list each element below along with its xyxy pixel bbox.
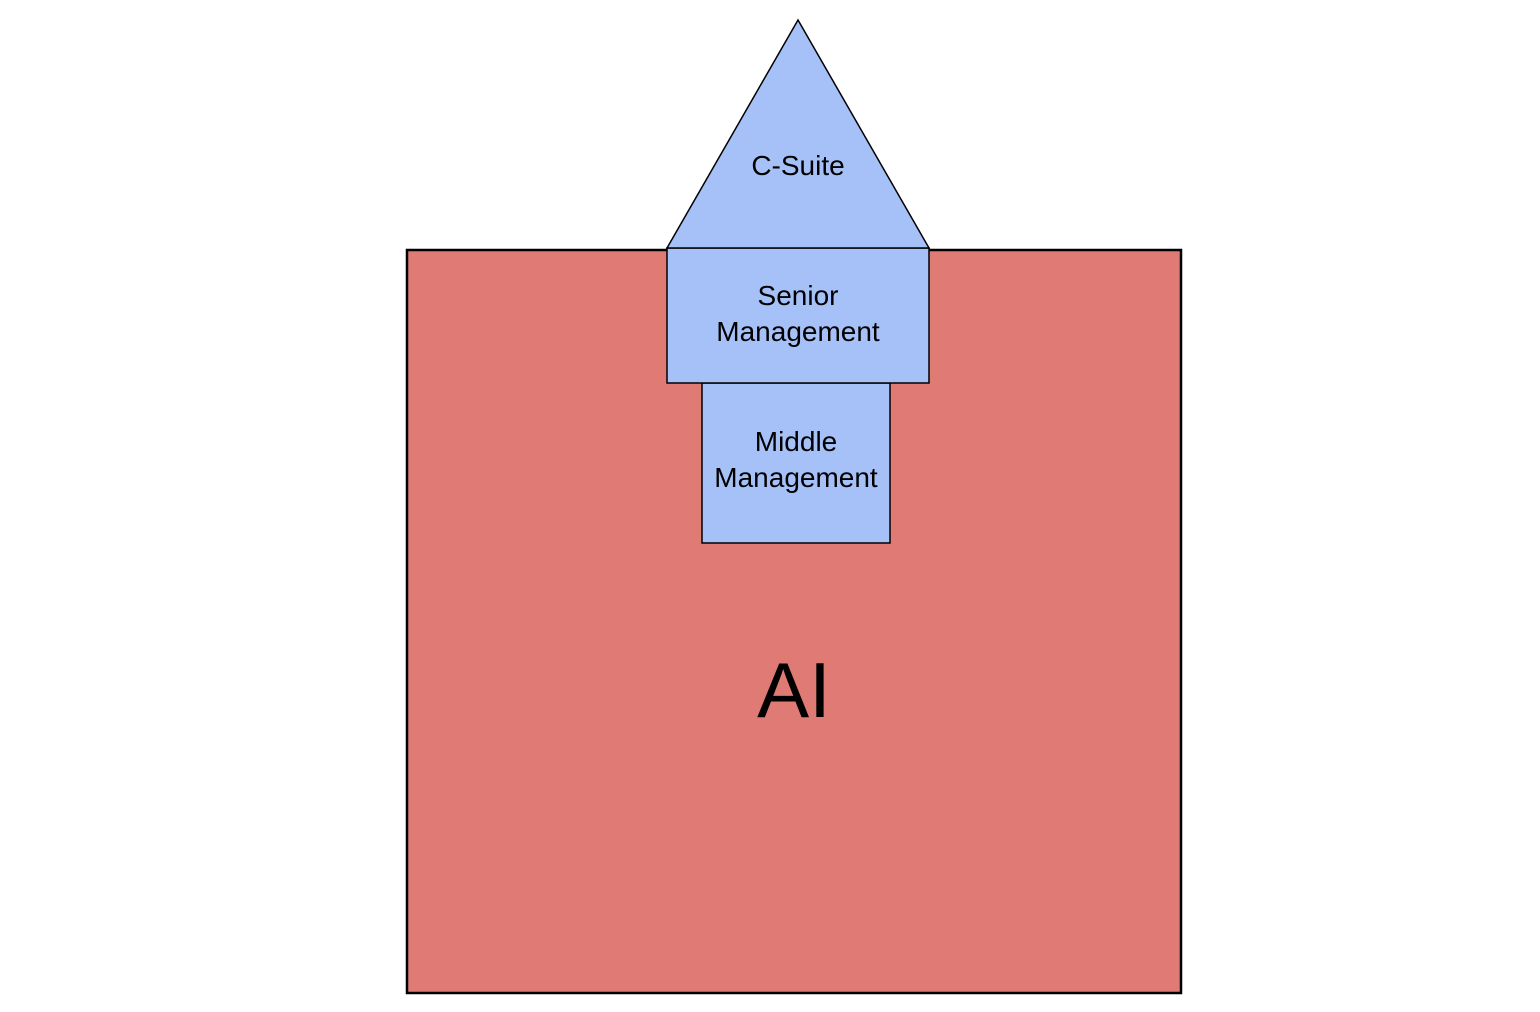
middle-management-box — [701, 382, 891, 544]
middle-management-line1: Middle — [754, 426, 838, 457]
ai-label: AI — [407, 650, 1181, 730]
c-suite-text: C-Suite — [751, 150, 845, 181]
senior-management-label: Senior Management — [667, 278, 929, 350]
c-suite-label: C-Suite — [667, 148, 929, 184]
senior-management-line2: Management — [716, 316, 880, 347]
middle-management-label: Middle Management — [697, 424, 895, 496]
senior-management-line1: Senior — [757, 280, 839, 311]
middle-management-line2: Management — [714, 462, 878, 493]
ai-text: AI — [757, 646, 831, 734]
c-suite-triangle — [665, 18, 931, 249]
